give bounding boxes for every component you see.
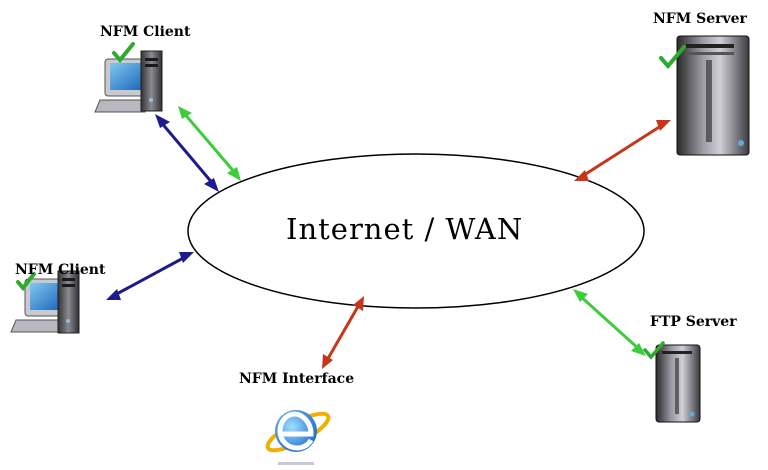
arrow-server-red: [574, 120, 671, 181]
ftp-server-label: FTP Server: [650, 314, 737, 330]
arrow-interface-red: [322, 296, 364, 369]
nfm-server-label: NFM Server: [653, 11, 747, 27]
ftp-server-check-icon: [643, 341, 665, 360]
client-top-check-icon: [112, 42, 135, 64]
client-top-icon: [94, 50, 163, 113]
arrow-client-left-blue: [106, 252, 194, 300]
ftp-server-icon: [655, 344, 701, 423]
network-label: Internet / WAN: [286, 212, 524, 246]
client-left-check-icon: [16, 272, 36, 292]
arrow-client-top-green: [178, 106, 241, 181]
browser-logo-icon: [265, 410, 331, 465]
client-top-label: NFM Client: [100, 24, 191, 40]
nfm-server-icon: [676, 35, 750, 156]
nfm-interface-label: NFM Interface: [239, 371, 355, 387]
arrow-ftp-green: [573, 289, 646, 356]
connection-arrows: [106, 106, 671, 369]
client-left-icon: [10, 270, 80, 334]
client-left-label: NFM Client: [15, 262, 106, 278]
nfm-server-check-icon: [659, 45, 686, 70]
arrow-client-top-blue: [155, 114, 219, 192]
network-ellipse: [187, 153, 645, 309]
